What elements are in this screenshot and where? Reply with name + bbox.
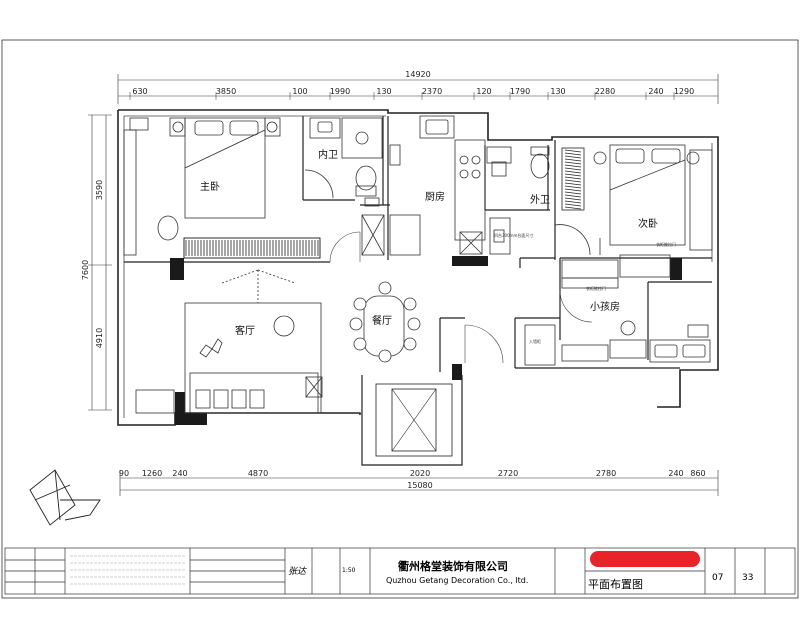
wardrobe-hanger <box>564 182 582 186</box>
company-logo-mark <box>29 469 101 526</box>
stair-shaft <box>361 375 463 466</box>
wardrobe-hanger <box>564 203 582 207</box>
wardrobe-hanger <box>564 152 582 156</box>
bottom-segment-labels: 90 1260 240 4870 2020 2720 2780 240 860 <box>119 469 706 478</box>
top-segment-7: 120 <box>476 87 491 96</box>
company-name-cn: 衢州格堂装饰有限公司 <box>398 559 508 573</box>
wardrobe-hanger <box>564 158 582 162</box>
bottom-segment-8: 240 <box>668 469 683 478</box>
bottom-segment-6: 2720 <box>498 469 518 478</box>
kids-room-furniture <box>524 238 711 366</box>
drawing-title: 平面布置图 <box>588 578 643 591</box>
top-segment-8: 1790 <box>510 87 530 96</box>
living-room-furniture <box>135 269 323 414</box>
signature-stamp: 张达 <box>288 566 307 577</box>
top-segment-2: 3850 <box>216 87 236 96</box>
closet-note-1: 衣柜推拉门 <box>656 241 676 247</box>
wardrobe-hanger <box>564 188 582 192</box>
top-segment-11: 240 <box>648 87 663 96</box>
room-label-dining-room: 餐厅 <box>372 314 392 327</box>
wardrobe-hanger <box>564 197 582 201</box>
top-segment-4: 1990 <box>330 87 350 96</box>
top-segment-1: 630 <box>132 87 147 96</box>
wardrobe-hanger <box>564 185 582 189</box>
dining-table <box>349 281 421 363</box>
top-segment-10: 2280 <box>595 87 615 96</box>
room-label-second-bedroom: 次卧 <box>638 217 658 230</box>
left-segment-2: 4910 <box>95 328 104 348</box>
radiator-grille <box>183 237 321 259</box>
wardrobe-hanger <box>564 155 582 159</box>
door-swings <box>329 231 593 364</box>
top-segment-5: 130 <box>376 87 391 96</box>
company-name-en: Quzhou Getang Decoration Co., ltd. <box>386 576 528 585</box>
wardrobe-frame <box>561 147 585 211</box>
scale-value: 1:50 <box>342 567 356 574</box>
room-label-kitchen: 厨房 <box>425 190 445 203</box>
wardrobe-hanger <box>564 149 582 153</box>
bottom-segment-4: 4870 <box>248 469 268 478</box>
wardrobe-hanger <box>564 170 582 174</box>
left-dimension-chain <box>88 114 112 411</box>
wardrobe-hanger <box>564 173 582 177</box>
bottom-segment-7: 2780 <box>596 469 616 478</box>
left-total-dimension: 7600 <box>81 260 90 280</box>
closet-note-2: 衣柜推拉门 <box>586 285 606 291</box>
title-block-notes-lines <box>70 555 186 585</box>
left-segment-1: 3590 <box>95 180 104 200</box>
wardrobe-hangers <box>561 147 585 211</box>
top-segment-6: 2370 <box>422 87 442 96</box>
sheet-border <box>1 39 799 599</box>
sheet-number: 07 <box>712 573 723 583</box>
second-bedroom-furniture <box>593 144 713 251</box>
structural-columns <box>170 256 682 425</box>
ensuite-bath-fixtures <box>304 117 383 207</box>
kitchen-note: 凹台300mm台面尺寸 <box>494 232 533 238</box>
top-dimension-chain <box>117 74 719 104</box>
bottom-dimension-chain <box>119 470 719 496</box>
title-block <box>4 547 796 595</box>
wardrobe-hanger <box>564 179 582 183</box>
wardrobe-hanger <box>564 194 582 198</box>
top-segment-3: 100 <box>292 87 307 96</box>
wardrobe-hanger <box>564 191 582 195</box>
bottom-segment-1: 90 <box>119 469 129 478</box>
bottom-segment-2: 1260 <box>142 469 162 478</box>
wardrobe-hanger <box>564 176 582 180</box>
top-segment-labels: 630 3850 100 1990 130 2370 120 1790 130 2280 240 12… <box>129 87 694 100</box>
radiator-frame <box>183 237 321 259</box>
room-label-living-room: 客厅 <box>235 324 255 337</box>
master-bedroom-furniture <box>123 117 321 259</box>
guest-bath-fixtures <box>486 146 591 256</box>
kitchen-fixtures <box>361 115 486 256</box>
wardrobe-hanger <box>564 167 582 171</box>
room-label-guest-bath: 外卫 <box>530 194 550 206</box>
room-label-kids-room: 小孩房 <box>590 300 620 313</box>
top-total-dimension: 14920 <box>405 70 430 79</box>
wardrobe-hanger <box>564 206 582 210</box>
bottom-segment-3: 240 <box>172 469 187 478</box>
redacted-project-name <box>590 551 700 567</box>
room-label-master-bedroom: 主卧 <box>200 180 220 193</box>
wardrobe-hanger <box>564 161 582 165</box>
top-segment-12: 1290 <box>674 87 694 96</box>
room-label-ensuite-bath: 内卫 <box>318 148 338 161</box>
bottom-segment-9: 860 <box>690 469 705 478</box>
bottom-total-dimension: 15080 <box>407 481 432 490</box>
top-segment-9: 130 <box>550 87 565 96</box>
wardrobe-hanger <box>564 164 582 168</box>
wardrobe-hanger <box>564 200 582 204</box>
kids-room-note: 入墙柜 <box>529 338 541 344</box>
total-sheets: 33 <box>742 573 753 583</box>
bottom-segment-5: 2020 <box>410 469 430 478</box>
